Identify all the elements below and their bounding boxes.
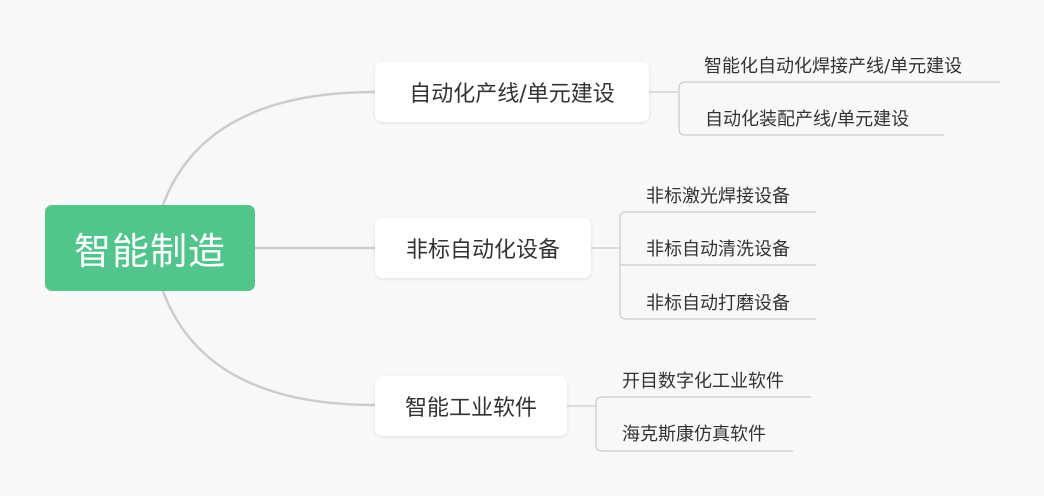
branch-1-child-connectors: [649, 81, 1000, 136]
root-to-branch-1-connector: [161, 90, 376, 206]
branch-3-child-connectors: [567, 396, 811, 452]
root-to-branch-3-connector: [161, 290, 376, 407]
leaf-node-hexagon-software[interactable]: 海克斯康仿真软件: [622, 424, 766, 445]
leaf-node-assembly-line[interactable]: 自动化装配产线/单元建设: [705, 109, 910, 130]
branch-node-nonstandard-equipment[interactable]: 非标自动化设备: [375, 218, 591, 278]
leaf-node-welding-line[interactable]: 智能化自动化焊接产线/单元建设: [704, 56, 963, 77]
leaf-node-auto-cleaning[interactable]: 非标自动清洗设备: [646, 239, 790, 260]
leaf-node-auto-grinding[interactable]: 非标自动打磨设备: [646, 293, 790, 314]
branch-node-automation-line[interactable]: 自动化产线/单元建设: [375, 62, 649, 122]
branch-node-industrial-software[interactable]: 智能工业软件: [375, 376, 567, 436]
root-node[interactable]: 智能制造: [45, 205, 255, 291]
branch-2-child-connectors: [591, 211, 816, 320]
leaf-node-kaimu-software[interactable]: 开目数字化工业软件: [622, 371, 784, 392]
leaf-node-laser-welding[interactable]: 非标激光焊接设备: [646, 186, 790, 207]
